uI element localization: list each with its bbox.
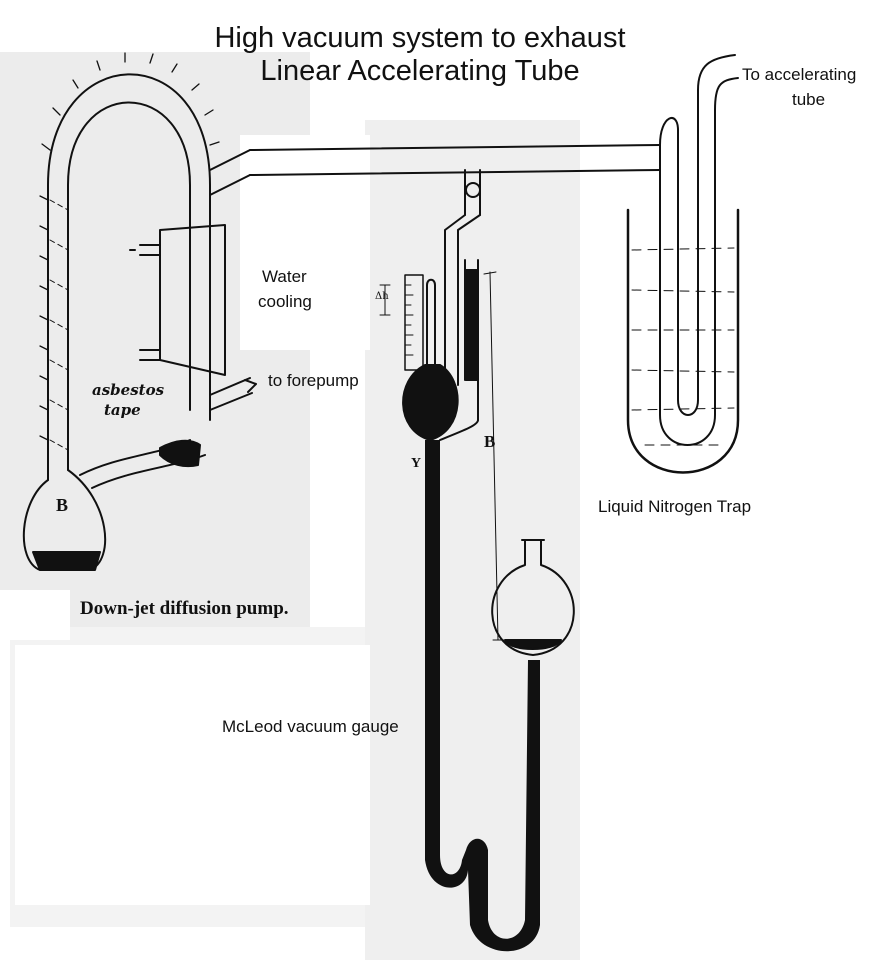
gauge-b-letter: B <box>484 432 496 451</box>
pump-inner-u <box>67 101 191 471</box>
forepump-arrow <box>244 379 257 393</box>
water-label: Water <box>262 267 307 286</box>
diagram-title: High vacuum system to exhaust Linear Acc… <box>0 22 840 89</box>
tube-label: tube <box>792 90 826 109</box>
bulb-letter: B <box>56 495 69 515</box>
trap-outlet <box>697 54 739 111</box>
pump-dashes <box>49 199 69 451</box>
ln2-trap-label: Liquid Nitrogen Trap <box>598 497 752 516</box>
manifold-top-line <box>249 144 661 151</box>
delta-h-marker <box>379 284 391 316</box>
trap-outer-tube <box>659 109 716 446</box>
title-line-1: High vacuum system to exhaust <box>214 22 626 54</box>
cooling-label: cooling <box>258 292 312 311</box>
scan-backgrounds <box>0 52 580 960</box>
title-line-2: Linear Accelerating Tube <box>260 55 580 88</box>
to-accelerating-label: To accelerating <box>742 65 857 84</box>
diffusion-pump <box>22 52 257 571</box>
gauge-mercury-column <box>425 440 540 952</box>
delta-h-label: Δh <box>375 291 389 302</box>
pump-bulb-mercury <box>32 551 101 571</box>
manifold-bottom-line <box>249 169 661 176</box>
asbestos-label: asbestos <box>92 381 165 399</box>
white-cutout-2 <box>240 135 370 350</box>
scale-ticks <box>404 284 414 356</box>
pump-outer-u <box>47 73 211 481</box>
asbestos-ticks <box>39 52 220 441</box>
liquid-nitrogen-trap <box>626 54 740 474</box>
white-cutout-1 <box>15 645 370 905</box>
gauge-scan-panel <box>365 120 580 960</box>
closed-capillary <box>426 278 436 366</box>
jacket-outlet <box>139 349 161 361</box>
stopcock <box>465 182 481 198</box>
gauge-bulb <box>402 364 459 441</box>
gauge-ref-mercury <box>465 269 478 381</box>
pump-to-manifold <box>209 149 251 196</box>
pump-mercury-plug <box>159 439 201 468</box>
dewar <box>626 208 740 474</box>
gauge-capillary <box>444 214 481 401</box>
gauge-y-letter: Y <box>411 456 422 471</box>
forepump-outlet <box>209 377 253 411</box>
reservoir-flask <box>491 539 575 656</box>
manifold-to-gauge <box>464 170 481 175</box>
tape-label: tape <box>104 401 141 419</box>
trap-top-cap <box>659 117 679 146</box>
flask-mercury <box>504 639 562 650</box>
dewar-liquid <box>631 247 735 446</box>
white-cutout-3 <box>0 590 70 640</box>
pump-caption: Down-jet diffusion pump. <box>80 598 289 619</box>
mcleod-gauge <box>379 169 575 952</box>
to-forepump-label: to forepump <box>268 371 359 390</box>
cooling-jacket <box>159 224 226 376</box>
jacket-inlet <box>129 244 161 256</box>
manifold <box>249 144 661 176</box>
gauge-scale <box>404 274 424 371</box>
mcleod-label: McLeod vacuum gauge <box>222 717 399 736</box>
trap-inner-tube <box>677 89 699 416</box>
gauge-side-tube <box>439 419 479 441</box>
